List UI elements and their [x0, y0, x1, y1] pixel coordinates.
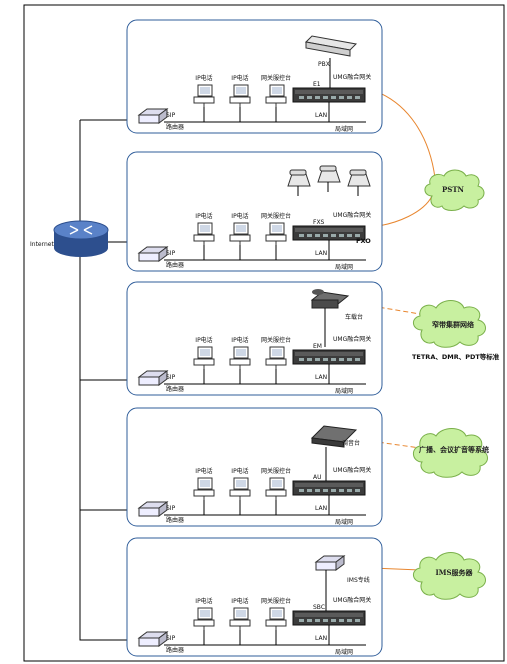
umg-gateway-icon	[292, 87, 366, 103]
router-icon	[137, 246, 169, 262]
gw-console-label: 网关服控台	[261, 336, 291, 344]
cloud-ims-label: IMS服务器	[435, 568, 473, 577]
fxo-label: FXO	[356, 237, 371, 245]
pbx-label: PBX	[318, 61, 330, 68]
umg-label: UMG融合网关	[333, 335, 371, 343]
ims-line-label: IMS专线	[347, 576, 370, 584]
ip-phone-label-2: IP电话	[231, 597, 248, 605]
local-net-label: 局域网	[335, 387, 353, 395]
internet-label: Internet	[30, 241, 54, 248]
mixer-icon	[310, 425, 358, 448]
ip-phone-pc-icon	[193, 346, 215, 369]
gw-console-label: 网关服控台	[261, 467, 291, 475]
ip-phone-label-2: IP电话	[231, 336, 248, 344]
lan-label: LAN	[315, 250, 327, 257]
subnet-panel	[126, 281, 383, 396]
ip-phone-pc-icon	[193, 222, 215, 245]
router-label: 路由器	[166, 261, 184, 269]
umg-label: UMG融合网关	[333, 466, 371, 474]
vehicle-radio-label: 车载台	[345, 313, 363, 321]
outer-frame	[23, 4, 505, 662]
interface-label: EM	[313, 343, 322, 350]
umg-label: UMG融合网关	[333, 596, 371, 604]
sip-label: SIP	[166, 250, 176, 257]
gateway-console-pc-icon	[265, 346, 287, 369]
cloud-ims: IMS服务器	[413, 552, 486, 600]
interface-label: AU	[313, 474, 322, 481]
sip-label: SIP	[166, 374, 176, 381]
lan-label: LAN	[315, 505, 327, 512]
backbone-line	[79, 120, 130, 641]
umg-gateway-icon	[292, 349, 366, 365]
interface-label: E1	[313, 81, 321, 88]
lan-label: LAN	[315, 635, 327, 642]
local-net-label: 局域网	[335, 648, 353, 656]
cloud-broadcast: 广播、会议扩音等系统	[413, 428, 489, 478]
analog-phone-icon	[347, 169, 371, 196]
router-icon	[137, 501, 169, 517]
ip-phone-pc-icon	[193, 84, 215, 107]
interface-label: SBC	[313, 604, 325, 611]
gateway-console-pc-icon	[265, 222, 287, 245]
pbx-icon	[304, 35, 358, 57]
ip-phone-label-1: IP电话	[195, 74, 212, 82]
ip-phone-pc-icon	[229, 222, 251, 245]
sip-label: SIP	[166, 635, 176, 642]
ims-line-icon	[314, 555, 346, 571]
umg-gateway-icon	[292, 610, 366, 626]
gateway-console-pc-icon	[265, 477, 287, 500]
gateway-console-pc-icon	[265, 84, 287, 107]
ip-phone-label-1: IP电话	[195, 336, 212, 344]
ip-phone-label-2: IP电话	[231, 467, 248, 475]
analog-phone-icon	[317, 165, 341, 192]
ip-phone-label-1: IP电话	[195, 467, 212, 475]
umg-gateway-icon	[292, 225, 366, 241]
router-icon	[137, 108, 169, 124]
local-net-label: 局域网	[335, 125, 353, 133]
interface-label: FXS	[313, 219, 325, 226]
umg-label: UMG融合网关	[333, 211, 371, 219]
cloud-trunk-network: 窄带集群网络	[413, 300, 486, 348]
gw-console-label: 网关服控台	[261, 74, 291, 82]
ip-phone-label-2: IP电话	[231, 74, 248, 82]
router-icon	[137, 631, 169, 647]
ip-phone-label-1: IP电话	[195, 212, 212, 220]
ip-phone-pc-icon	[193, 607, 215, 630]
cloud-trunk-label: 窄带集群网络	[432, 320, 474, 329]
sip-label: SIP	[166, 112, 176, 119]
ip-phone-pc-icon	[229, 477, 251, 500]
core-router-icon	[53, 220, 109, 257]
ip-phone-pc-icon	[229, 346, 251, 369]
local-net-label: 局域网	[335, 518, 353, 526]
lan-label: LAN	[315, 112, 327, 119]
vehicle-radio-icon	[310, 289, 350, 309]
ip-phone-pc-icon	[229, 84, 251, 107]
sip-label: SIP	[166, 505, 176, 512]
ip-phone-label-2: IP电话	[231, 212, 248, 220]
ip-phone-pc-icon	[193, 477, 215, 500]
mixer-label: 调音台	[342, 439, 360, 447]
router-label: 路由器	[166, 123, 184, 131]
cloud-pstn: PSTN	[424, 169, 485, 211]
gw-console-label: 网关服控台	[261, 597, 291, 605]
ip-phone-pc-icon	[229, 607, 251, 630]
router-label: 路由器	[166, 516, 184, 524]
router-label: 路由器	[166, 646, 184, 654]
cloud-broadcast-label: 广播、会议扩音等系统	[419, 445, 489, 454]
gateway-console-pc-icon	[265, 607, 287, 630]
umg-gateway-icon	[292, 480, 366, 496]
trunk-standards-note: TETRA、DMR、PDT等标准	[412, 352, 500, 361]
ip-phone-label-1: IP电话	[195, 597, 212, 605]
cloud-pstn-label: PSTN	[442, 185, 465, 194]
router-label: 路由器	[166, 385, 184, 393]
local-net-label: 局域网	[335, 263, 353, 271]
lan-label: LAN	[315, 374, 327, 381]
router-icon	[137, 370, 169, 386]
analog-phone-icon	[287, 169, 311, 196]
gw-console-label: 网关服控台	[261, 212, 291, 220]
umg-label: UMG融合网关	[333, 73, 371, 81]
